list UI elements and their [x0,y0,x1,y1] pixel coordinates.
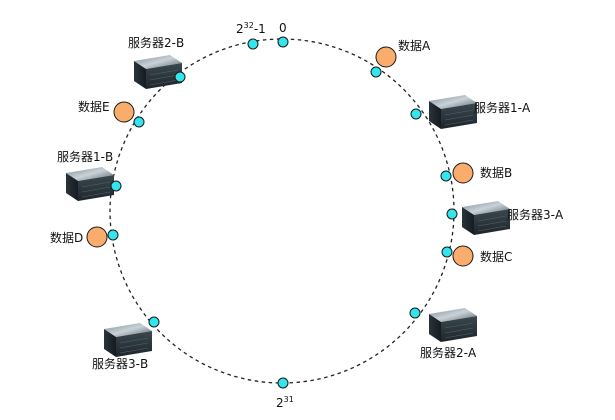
hash-point-data-e [133,116,145,128]
hash-point-server-2b [174,71,186,83]
server-front [441,103,477,129]
server-vent-line [444,119,474,126]
server-icon [104,323,152,357]
data-point-a [375,46,397,68]
server-label: 服务器1-B [57,150,114,164]
ring-label-max-suffix: -1 [253,22,266,36]
data-label: 数据E [78,100,110,114]
server-front [116,331,152,357]
server-icon [429,95,477,129]
server-front [146,63,182,89]
hash-point-data-a [370,66,382,78]
ring-label-half-exp: 31 [283,395,294,404]
server-label: 服务器2-B [128,36,185,50]
hash-point-zero [277,36,289,48]
ring-label-zero: 0 [279,21,287,35]
server-front [474,209,510,235]
server-vent-line [444,322,474,329]
server-vent-line [477,220,507,227]
server-vent-line [477,215,507,222]
data-label: 数据B [480,166,513,180]
hash-ring [109,38,455,384]
server-side [66,173,78,201]
ring-label-half-base: 2 [276,396,284,410]
hash-point-server-3a [446,208,458,220]
hash-point-server-1a [410,108,422,120]
data-point-e [113,101,135,123]
ring-label-max-base: 2 [236,22,244,36]
server-icon [134,55,182,89]
data-point-c [452,245,474,267]
server-side [134,61,146,89]
data-point-b [452,162,474,184]
server-front [441,316,477,342]
data-label: 数据C [480,250,513,264]
server-vent-line [81,191,111,198]
server-icon [66,167,114,201]
server-vent-line [149,79,179,86]
data-label: 数据A [398,39,431,53]
data-label: 数据D [50,231,84,245]
server-label: 服务器2-A [420,346,477,360]
server-vent-line [81,186,111,193]
server-vent-line [119,337,149,344]
hash-point-half [277,377,289,389]
server-vent-line [81,181,111,188]
server-top [66,167,114,181]
hash-point-max [247,38,259,50]
server-top [429,95,477,109]
hash-point-server-1b [110,180,122,192]
server-vent-line [477,225,507,232]
server-icon [462,201,510,235]
hash-point-data-d [107,229,119,241]
hash-point-server-3b [148,316,160,328]
server-vent-line [444,109,474,116]
server-vent-line [119,342,149,349]
server-label: 服务器1-A [474,101,531,115]
server-top [462,201,510,215]
server-label: 服务器3-A [507,208,564,222]
server-side [429,314,441,342]
server-vent-line [149,74,179,81]
server-icon [429,308,477,342]
server-side [104,329,116,357]
server-top [134,55,182,69]
server-vent-line [149,69,179,76]
hash-point-data-c [441,246,453,258]
server-vent-line [444,332,474,339]
ring-label-max-exp: 32 [243,21,254,30]
ring-label-max: 232-1 [236,21,266,37]
server-side [462,207,474,235]
hash-point-data-b [440,170,452,182]
hash-point-server-2a [409,307,421,319]
server-top [104,323,152,337]
server-vent-line [444,327,474,334]
server-vent-line [119,347,149,354]
ring-label-half: 231 [276,395,294,411]
server-side [429,101,441,129]
server-vent-line [444,114,474,121]
server-top [429,308,477,322]
server-front [78,175,114,201]
server-label: 服务器3-B [92,357,149,371]
data-point-d [86,226,108,248]
